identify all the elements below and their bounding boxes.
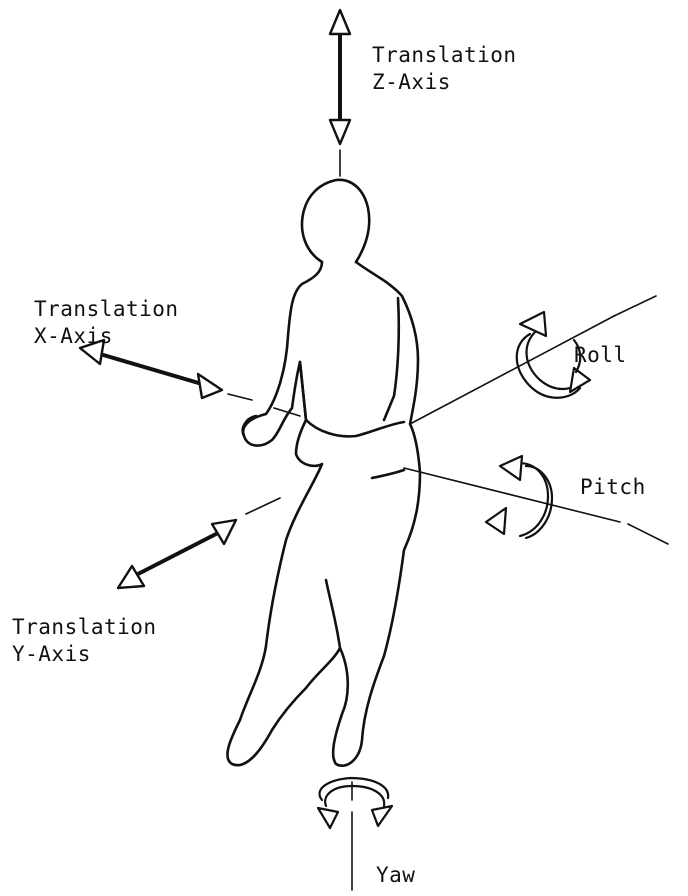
z-axis-label-line1: Translation — [372, 42, 517, 69]
body-outline — [227, 262, 420, 766]
head-outline — [302, 180, 369, 262]
yaw-label: Yaw — [376, 862, 415, 889]
x-axis-label-line1: Translation — [34, 296, 179, 323]
z-axis-label-line2: Z-Axis — [372, 69, 517, 96]
y-axis-label-line2: Y-Axis — [12, 641, 157, 668]
human-figure — [227, 180, 420, 766]
arm-detail — [306, 420, 404, 436]
hand-detail — [300, 362, 306, 420]
hip-line — [372, 470, 404, 478]
pitch-label: Pitch — [580, 474, 646, 501]
y-axis-arrow — [118, 498, 280, 588]
z-axis-label: Translation Z-Axis — [372, 42, 517, 96]
leg-gap — [326, 580, 340, 648]
x-axis-label-line2: X-Axis — [34, 323, 179, 350]
x-axis-label: Translation X-Axis — [34, 296, 179, 350]
yaw-rotation-icon — [318, 778, 392, 828]
z-axis-arrow — [330, 10, 350, 176]
roll-label: Roll — [574, 342, 627, 369]
x-axis-arrow — [80, 340, 300, 416]
y-axis-label: Translation Y-Axis — [12, 614, 157, 668]
y-axis-label-line1: Translation — [12, 614, 157, 641]
inner-arm-right — [384, 298, 399, 420]
